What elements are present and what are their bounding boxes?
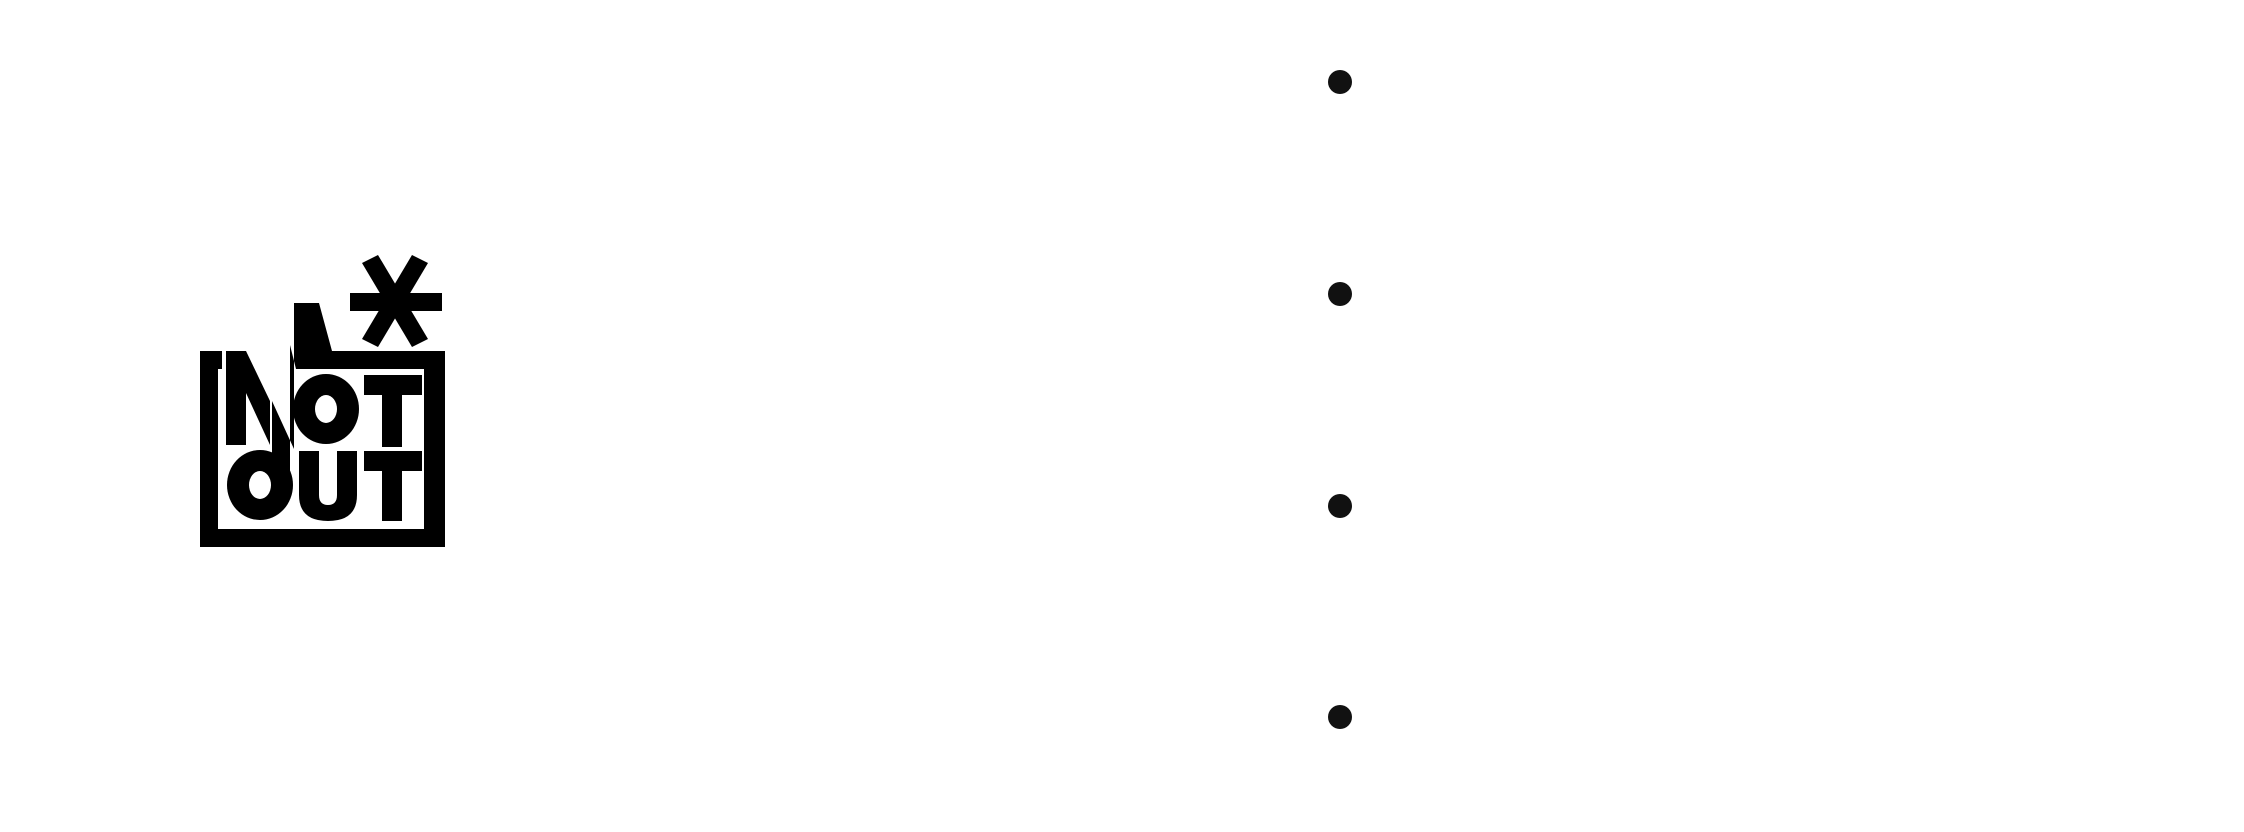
section-nav-dots bbox=[1328, 70, 1352, 730]
nav-dot-4[interactable] bbox=[1328, 705, 1352, 729]
not-out-logo-icon bbox=[200, 255, 445, 547]
brand-logo[interactable] bbox=[200, 255, 452, 547]
nav-dot-1[interactable] bbox=[1328, 70, 1352, 94]
nav-dot-2[interactable] bbox=[1328, 282, 1352, 306]
nav-dot-3[interactable] bbox=[1328, 494, 1352, 518]
